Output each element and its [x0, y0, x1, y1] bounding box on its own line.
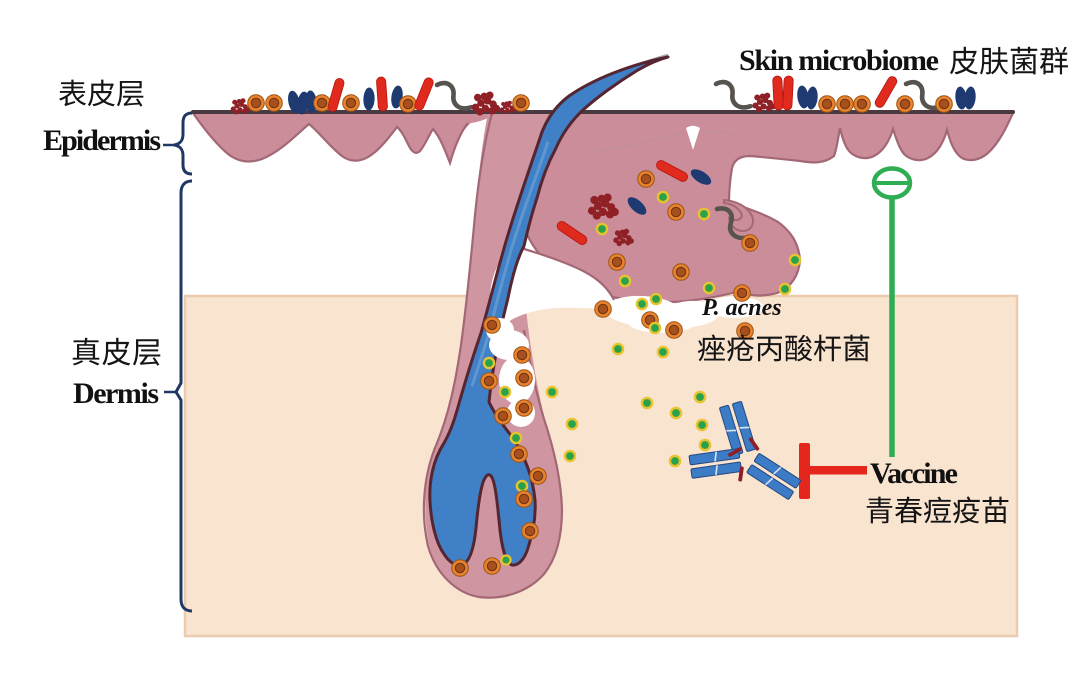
svg-text:P. acnes: P. acnes	[701, 295, 782, 321]
svg-text:Epidermis: Epidermis	[43, 124, 161, 157]
svg-text:Skin microbiome: Skin microbiome	[739, 44, 939, 77]
svg-text:Dermis: Dermis	[73, 377, 159, 410]
svg-text:Vaccine: Vaccine	[870, 457, 958, 490]
